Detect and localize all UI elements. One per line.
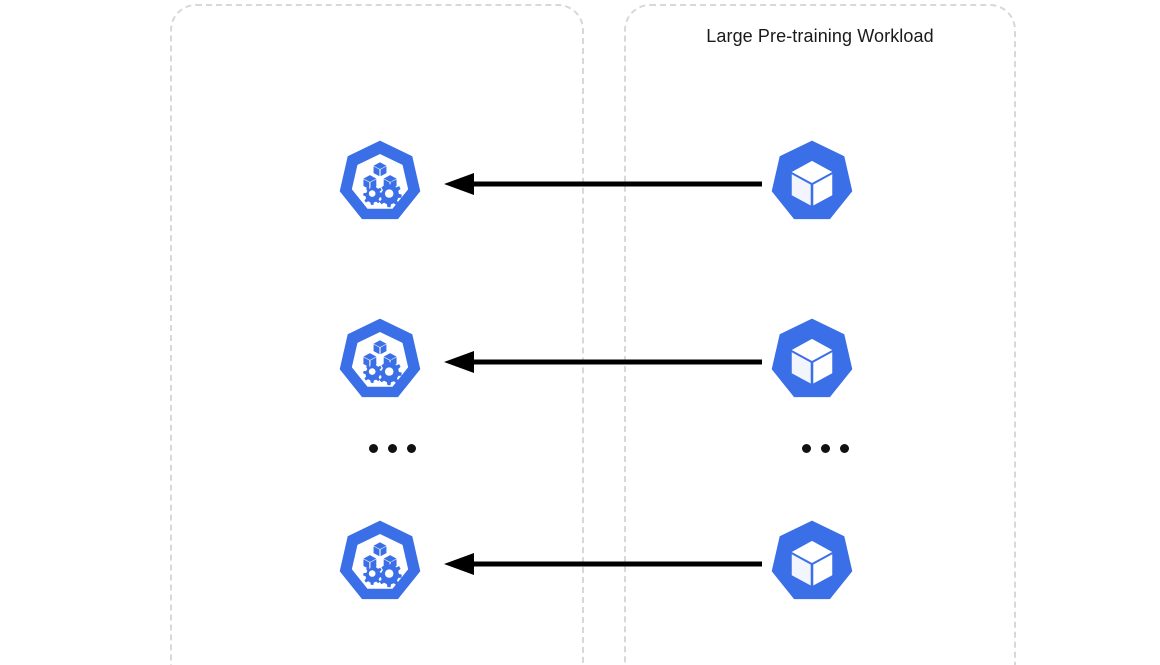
- kubernetes-workload-icon[interactable]: [334, 517, 426, 609]
- container-cube-icon[interactable]: [766, 315, 858, 407]
- ellipsis-dot: [407, 444, 416, 453]
- arrow-left-icon: [444, 348, 762, 376]
- cluster-group-right: Large Pre-training Workload: [624, 4, 1016, 665]
- kubernetes-workload-icon[interactable]: [334, 315, 426, 407]
- kubernetes-workload-icon[interactable]: [334, 137, 426, 229]
- ellipsis-left: [369, 444, 416, 453]
- arrow-left-icon: [444, 550, 762, 578]
- arrow-left-icon: [444, 170, 762, 198]
- cluster-group-left: [170, 4, 584, 665]
- ellipsis-dot: [388, 444, 397, 453]
- container-cube-icon[interactable]: [766, 517, 858, 609]
- container-cube-icon[interactable]: [766, 137, 858, 229]
- ellipsis-dot: [821, 444, 830, 453]
- ellipsis-dot: [840, 444, 849, 453]
- cluster-group-right-title: Large Pre-training Workload: [706, 26, 934, 46]
- ellipsis-dot: [802, 444, 811, 453]
- ellipsis-dot: [369, 444, 378, 453]
- ellipsis-right: [802, 444, 849, 453]
